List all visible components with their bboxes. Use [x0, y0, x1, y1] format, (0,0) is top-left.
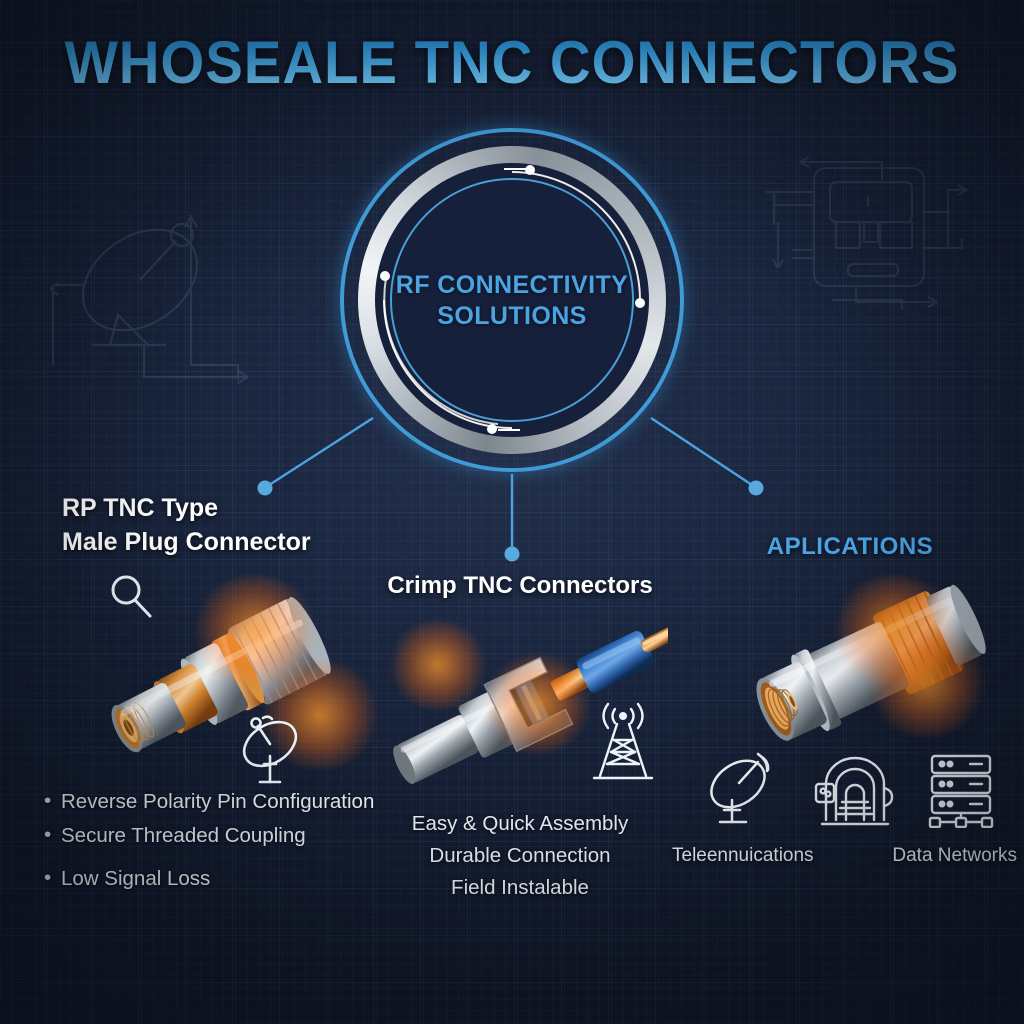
hub-label-line1: RF CONNECTIVITY	[395, 271, 629, 299]
transmission-tower-icon	[586, 700, 660, 782]
application-labels: Teleennuications Data Networks	[672, 845, 1017, 867]
list-item: Easy & Quick Assembly	[411, 812, 629, 835]
list-item: Field Instalable	[451, 875, 589, 899]
left-column-heading: RP TNC Type Male Plug Connector	[62, 492, 392, 559]
center-column-heading: Crimp TNC Connectors	[387, 572, 653, 599]
mri-scanner-icon	[814, 754, 896, 828]
center-hub: RF CONNECTIVITY SOLUTIONS	[340, 128, 684, 472]
application-icons	[706, 752, 998, 828]
left-heading-line1: RP TNC Type	[62, 494, 219, 522]
server-rack-icon	[926, 752, 998, 828]
application-label: Data Networks	[892, 845, 1017, 866]
satellite-dish-icon	[706, 752, 784, 828]
tnc-adapter-image	[742, 576, 1012, 748]
center-feature-list: Easy & Quick Assembly Durable Connection…	[340, 808, 700, 903]
right-column-heading: APLICATIONS	[766, 533, 934, 560]
rp-tnc-male-plug-image	[70, 576, 380, 780]
list-item: Durable Connection	[429, 843, 611, 867]
hub-label: RF CONNECTIVITY SOLUTIONS	[340, 270, 684, 332]
satellite-dish-icon	[236, 712, 308, 790]
left-heading-line2: Male Plug Connector	[62, 527, 311, 556]
application-label: Teleennuications	[672, 845, 814, 866]
hub-label-line2: SOLUTIONS	[437, 302, 587, 330]
page-title: WHOSEALE TNC CONNECTORS	[31, 28, 994, 97]
